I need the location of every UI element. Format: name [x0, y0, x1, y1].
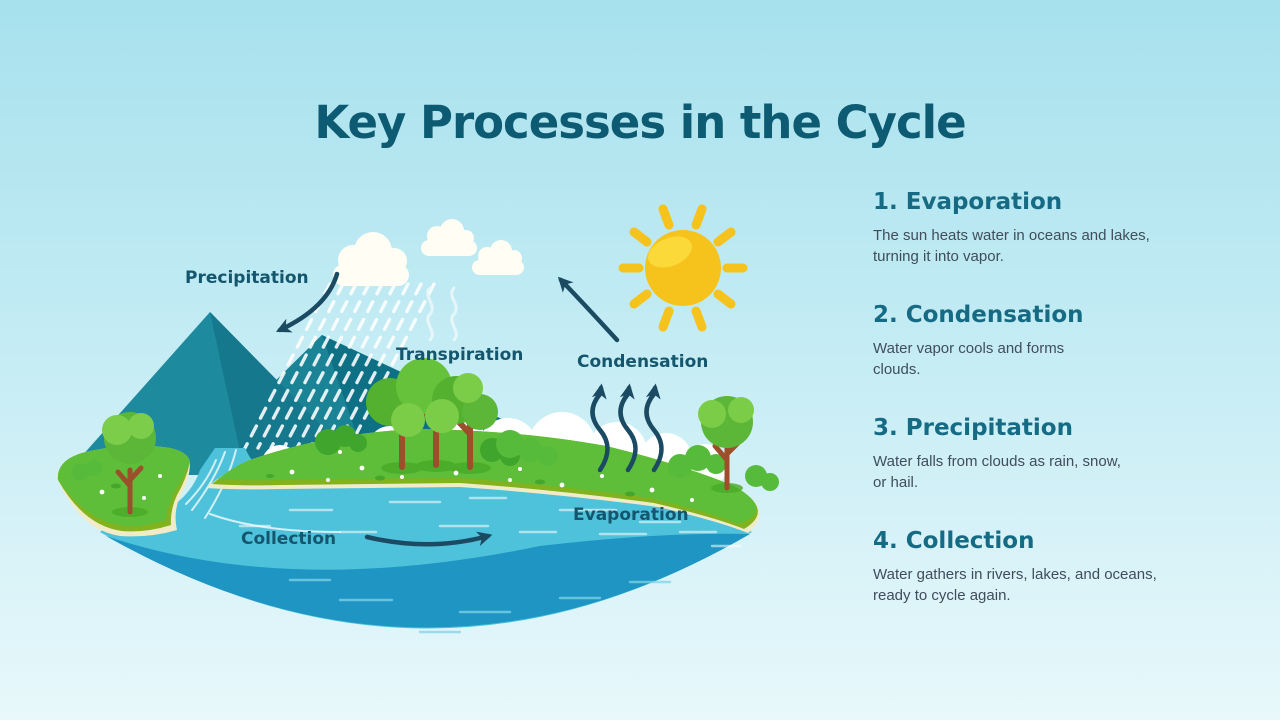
lake-and-river	[100, 448, 752, 634]
label-condensation: Condensation	[577, 352, 709, 372]
precipitation-arrow	[275, 271, 340, 333]
process-item-evaporation: 1. Evaporation The sun heats water in oc…	[873, 190, 1213, 267]
process-item-collection: 4. Collection Water gathers in rivers, l…	[873, 529, 1213, 606]
grass-flowers	[99, 450, 694, 502]
transpiration-vapor	[426, 286, 458, 342]
rain-cloud	[333, 232, 409, 286]
process-list: 1. Evaporation The sun heats water in oc…	[873, 190, 1213, 642]
process-heading: 1. Evaporation	[873, 189, 1063, 215]
main-island	[206, 429, 760, 533]
process-heading: 3. Precipitation	[873, 415, 1073, 441]
process-description: The sun heats water in oceans and lakes,…	[873, 227, 1150, 265]
label-collection: Collection	[241, 529, 337, 549]
water-cycle-diagram: Precipitation Transpiration Condensation…	[40, 180, 800, 650]
collection-arrow	[364, 531, 493, 547]
label-evaporation: Evaporation	[573, 505, 689, 525]
process-description: Water vapor cools and forms clouds.	[873, 340, 1065, 378]
cloud-small-right	[472, 240, 524, 275]
process-heading: 4. Collection	[873, 528, 1035, 554]
condensation-arrow	[557, 276, 620, 343]
page-title: Key Processes in the Cycle	[314, 96, 966, 150]
process-item-condensation: 2. Condensation Water vapor cools and fo…	[873, 303, 1213, 380]
cloud-small-top	[421, 219, 477, 256]
label-precipitation: Precipitation	[185, 268, 309, 288]
trees	[102, 358, 754, 515]
bushes	[71, 425, 779, 491]
rain	[243, 282, 436, 450]
process-heading: 2. Condensation	[873, 302, 1084, 328]
process-item-precipitation: 3. Precipitation Water falls from clouds…	[873, 416, 1213, 493]
cycle-arrows	[275, 271, 664, 547]
water-cycle-illustration	[57, 204, 779, 634]
sun-icon	[618, 204, 748, 332]
evaporation-arrows	[590, 383, 664, 473]
label-transpiration: Transpiration	[396, 345, 524, 365]
process-description: Water gathers in rivers, lakes, and ocea…	[873, 566, 1157, 604]
clouds	[333, 219, 524, 286]
process-description: Water falls from clouds as rain, snow, o…	[873, 453, 1121, 491]
